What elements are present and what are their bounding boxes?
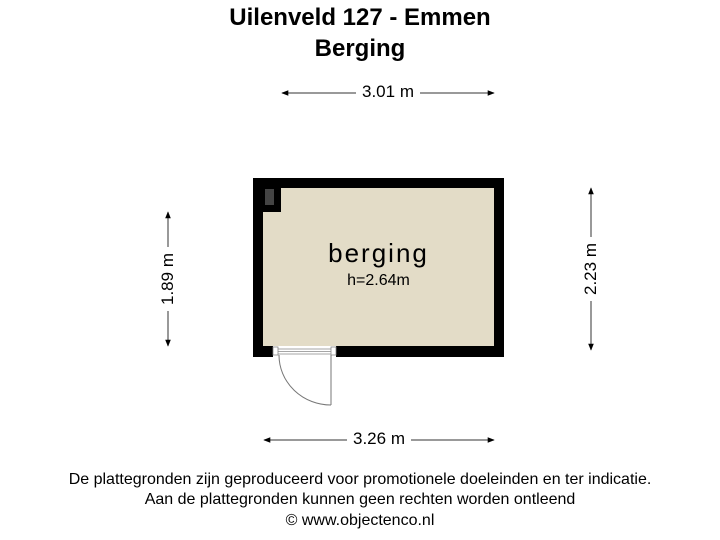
chimney-shaft xyxy=(265,189,274,205)
dimension-left: 1.89 m xyxy=(158,212,178,346)
plan-title-address: Uilenveld 127 - Emmen xyxy=(229,4,491,31)
dimension-right-label: 2.23 m xyxy=(581,237,601,301)
room-name: berging xyxy=(328,238,429,268)
disclaimer-line-1: De plattegronden zijn geproduceerd voor … xyxy=(68,471,652,488)
dimension-bottom: 3.26 m xyxy=(264,429,494,449)
disclaimer-line-2: Aan de plattegronden kunnen geen rechten… xyxy=(144,491,576,508)
room-floor xyxy=(263,188,494,346)
room-height: h=2.64m xyxy=(347,272,410,289)
copyright-link[interactable]: © www.objectenco.nl xyxy=(285,512,435,529)
dimension-left-label: 1.89 m xyxy=(158,247,178,311)
dimension-bottom-label: 3.26 m xyxy=(347,429,411,449)
plan-title-floor: Berging xyxy=(314,35,406,62)
dimension-top-label: 3.01 m xyxy=(356,82,420,102)
door xyxy=(272,346,337,406)
dimension-right: 2.23 m xyxy=(581,188,601,350)
dimension-top: 3.01 m xyxy=(282,82,494,102)
